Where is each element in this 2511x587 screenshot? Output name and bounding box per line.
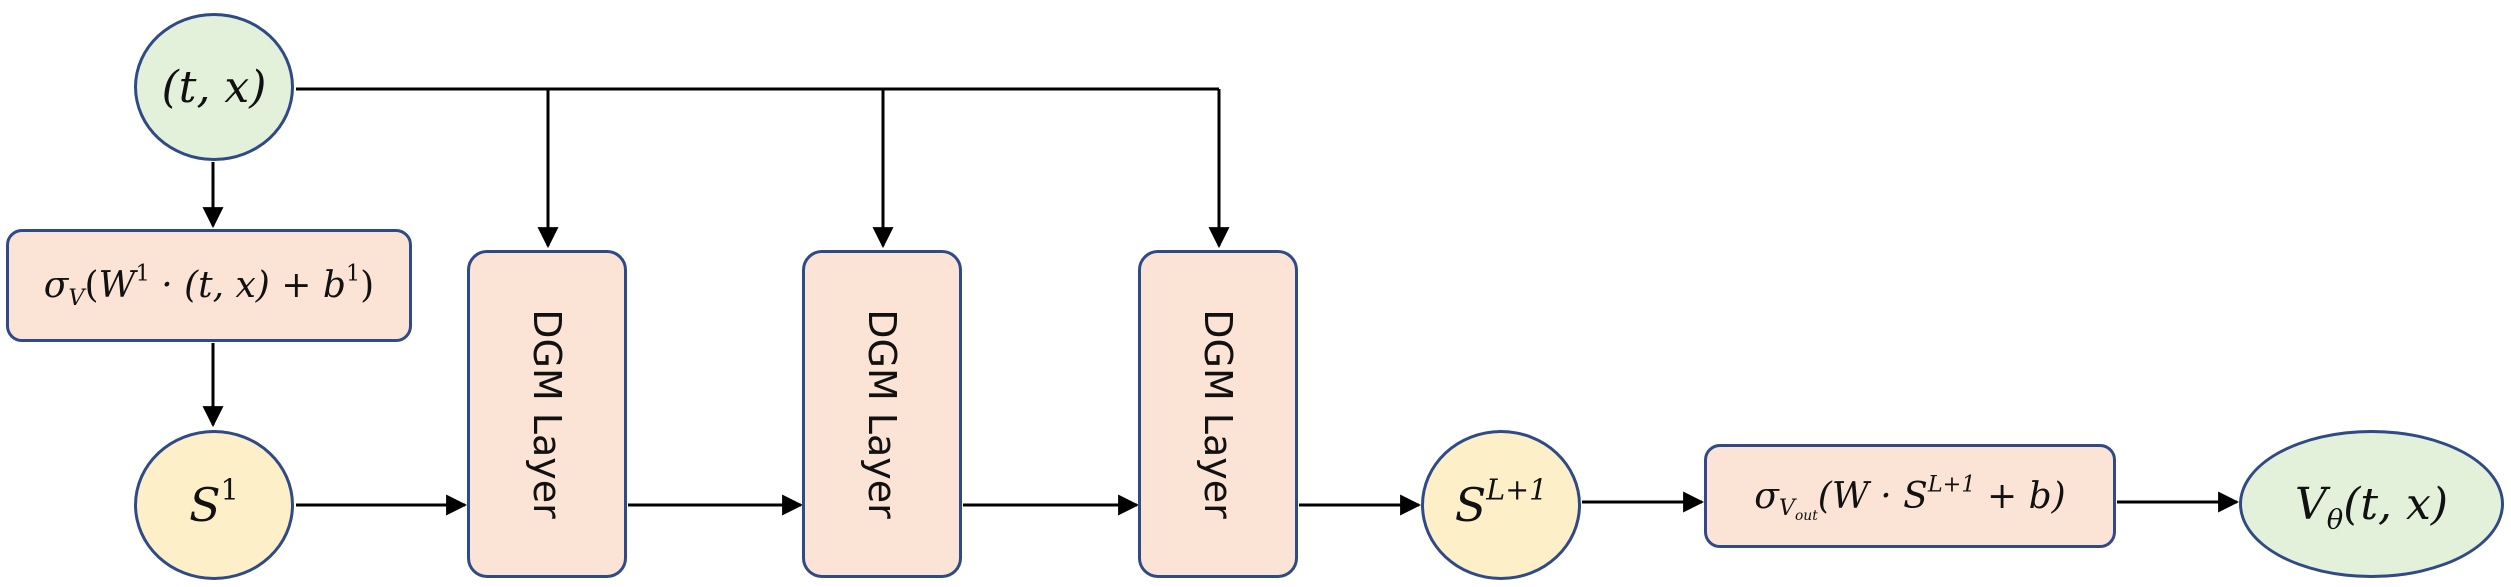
dgm-layer-3: DGM Layer — [1138, 250, 1298, 578]
state-s-last-node: SL+1 — [1421, 430, 1581, 580]
dgm-layer-2-label: DGM Layer — [860, 309, 904, 519]
first-transform-formula: σV(W1 · (t, x) + b1) — [43, 260, 375, 311]
state-s-last-label: SL+1 — [1454, 473, 1548, 532]
first-transform-box: σV(W1 · (t, x) + b1) — [6, 229, 412, 342]
output-transform-box: σVout(W · SL+1 + b) — [1704, 444, 2116, 548]
dgm-layer-3-label: DGM Layer — [1196, 309, 1240, 519]
output-transform-formula: σVout(W · SL+1 + b) — [1754, 470, 2066, 525]
dgm-layer-2: DGM Layer — [802, 250, 962, 578]
output-node-label: Vθ(t, x) — [2294, 478, 2448, 536]
input-node: (t, x) — [134, 13, 294, 161]
dgm-layer-1-label: DGM Layer — [525, 309, 569, 519]
input-node-label: (t, x) — [161, 61, 267, 113]
output-node: Vθ(t, x) — [2239, 430, 2504, 578]
dgm-layer-1: DGM Layer — [467, 250, 627, 578]
state-s1-node: S1 — [134, 430, 294, 580]
state-s1-label: S1 — [189, 473, 239, 532]
